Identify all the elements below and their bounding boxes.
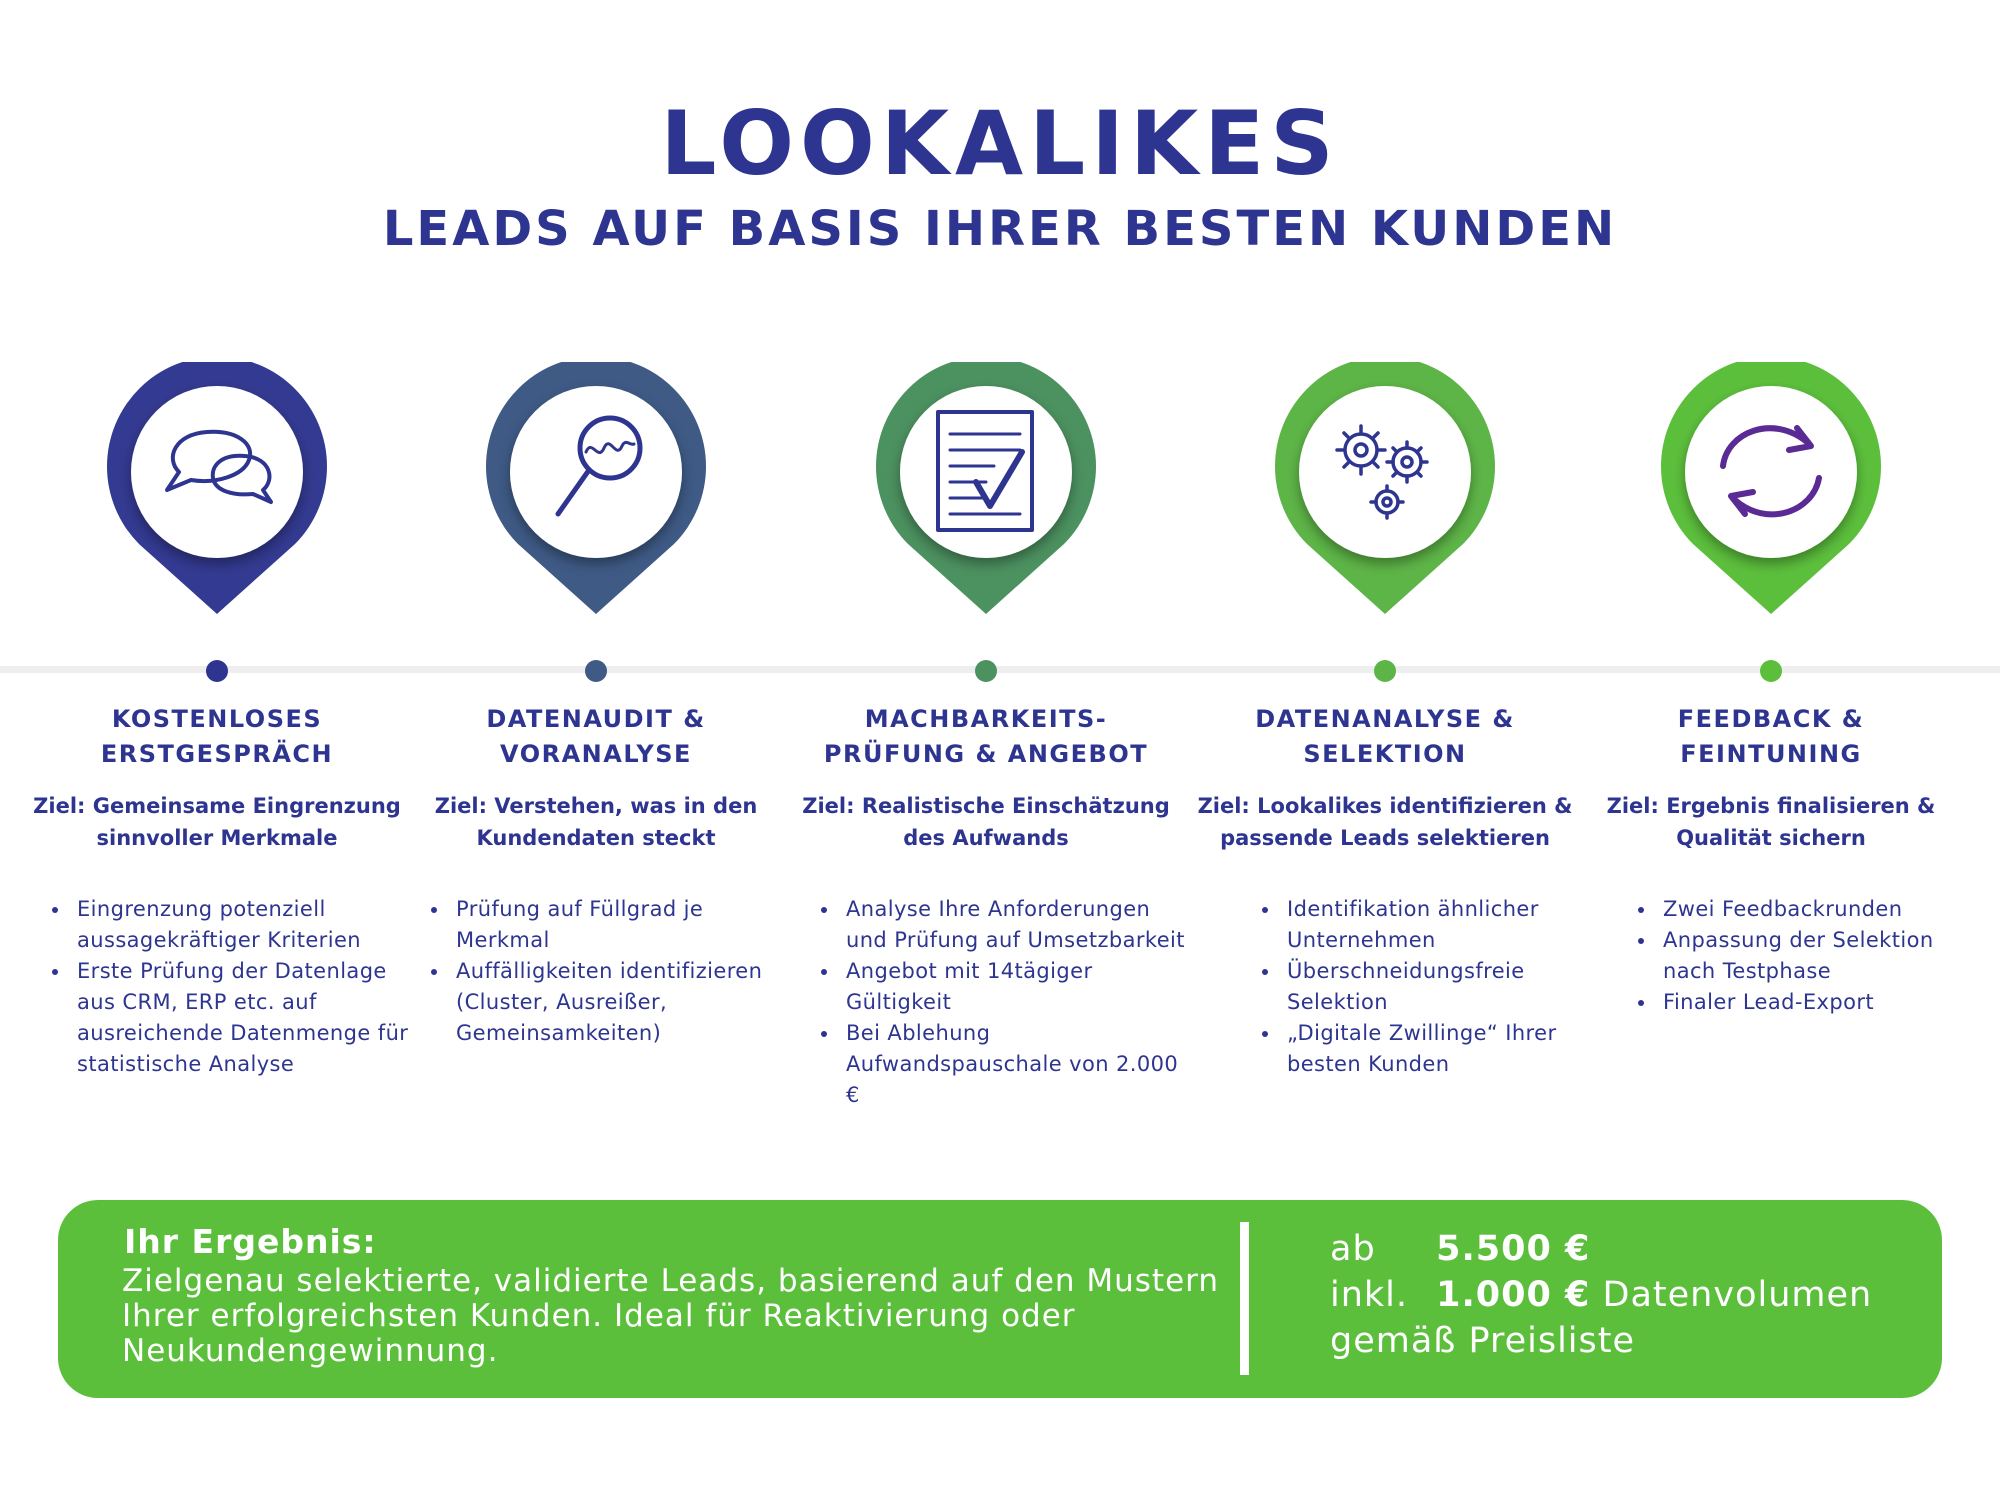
list-item: Angebot mit 14tägiger Gültigkeit: [840, 956, 1185, 1018]
step-3-goal: Ziel: Realistische Einschätzung des Aufw…: [802, 794, 1170, 850]
step-1-pin: [107, 362, 327, 614]
step-5-timeline-dot: [1760, 660, 1782, 682]
list-item: Anpassung der Selektion nach Testphase: [1657, 925, 1977, 987]
step-4-pin: [1275, 362, 1495, 614]
price-line: ab 5.500 €: [1330, 1226, 1930, 1272]
step-1-bullets: Eingrenzung potenziell aussagekräftiger …: [51, 894, 416, 1080]
list-item: Auffälligkeiten identifizieren (Cluster,…: [450, 956, 795, 1049]
step-4-bullets: Identifikation ähnlicher Unternehmen Übe…: [1261, 894, 1581, 1080]
volume-prefix: inkl.: [1330, 1275, 1409, 1315]
magnifier-icon: [555, 415, 643, 517]
step-1-title: KOSTENLOSES ERSTGESPRÄCH: [100, 705, 334, 768]
step-2-title: DATENAUDIT & VORANALYSE: [486, 705, 706, 768]
step-datenaudit-voranalyse: DATENAUDIT & VORANALYSE Ziel: Verstehen,…: [406, 362, 786, 1162]
price-prefix: ab: [1330, 1229, 1376, 1269]
list-item: Identifikation ähnlicher Unternehmen: [1281, 894, 1581, 956]
step-1-timeline-dot: [206, 660, 228, 682]
step-3-bullets: Analyse Ihre Anforderungen und Prüfung a…: [820, 894, 1185, 1111]
step-4-title: DATENANALYSE & SELEKTION: [1255, 705, 1515, 768]
step-5-bullets: Zwei Feedbackrunden Anpassung der Selekt…: [1637, 894, 1977, 1018]
step-2-timeline-dot: [585, 660, 607, 682]
speech-bubbles-icon: [165, 429, 273, 504]
list-item: „Digitale Zwillinge“ Ihrer besten Kunden: [1281, 1018, 1581, 1080]
price-block: ab 5.500 € inkl. 1.000 € Datenvolumen ge…: [1330, 1226, 1930, 1364]
step-5-goal: Ziel: Ergebnis finalisieren & Qualität s…: [1606, 794, 1936, 850]
step-5-title: FEEDBACK & FEINTUNING: [1677, 705, 1865, 768]
step-machbarkeitspruefung-angebot: MACHBARKEITS- PRÜFUNG & ANGEBOT Ziel: Re…: [796, 362, 1185, 1162]
step-kostenloses-erstgespraech: KOSTENLOSES ERSTGESPRÄCH Ziel: Gemeinsam…: [27, 362, 408, 1162]
list-item: Bei Ablehung Aufwandspauschale von 2.000…: [840, 1018, 1185, 1111]
result-box: Ihr Ergebnis: Zielgenau selektierte, val…: [58, 1200, 1942, 1398]
step-datenanalyse-selektion: DATENANALYSE & SELEKTION Ziel: Lookalike…: [1195, 362, 1575, 1162]
gears-icon: [1335, 424, 1429, 520]
volume-amount: 1.000 €: [1436, 1275, 1591, 1315]
volume-suffix: Datenvolumen: [1602, 1275, 1873, 1315]
step-2-pin: [486, 362, 706, 614]
step-1-goal: Ziel: Gemeinsame Eingrenzung sinnvoller …: [33, 794, 401, 850]
refresh-arrows-icon: [1720, 425, 1822, 518]
price-amount: 5.500 €: [1436, 1229, 1591, 1269]
step-2-bullets: Prüfung auf Füllgrad je Merkmal Auffälli…: [430, 894, 795, 1049]
step-2-goal: Ziel: Verstehen, was in den Kundendaten …: [434, 794, 758, 850]
list-item: Überschneidungsfreie Selektion: [1281, 956, 1581, 1018]
list-item: Zwei Feedbackrunden: [1657, 894, 1977, 925]
price-note: gemäß Preisliste: [1330, 1321, 1636, 1361]
step-4-timeline-dot: [1374, 660, 1396, 682]
checklist-icon: [936, 410, 1034, 532]
result-divider: [1240, 1222, 1249, 1375]
result-title: Ihr Ergebnis:: [124, 1222, 377, 1261]
result-description: Zielgenau selektierte, validierte Leads,…: [122, 1263, 1220, 1369]
step-5-pin: [1661, 362, 1881, 614]
volume-line: inkl. 1.000 € Datenvolumen: [1330, 1272, 1930, 1318]
step-3-pin: [876, 362, 1096, 614]
page-subtitle: LEADS AUF BASIS IHRER BESTEN KUNDEN: [382, 201, 1618, 257]
list-item: Prüfung auf Füllgrad je Merkmal: [450, 894, 795, 956]
step-feedback-feintuning: FEEDBACK & FEINTUNING Ziel: Ergebnis fin…: [1581, 362, 1961, 1162]
page-title: LOOKALIKES: [660, 92, 1340, 195]
list-item: Analyse Ihre Anforderungen und Prüfung a…: [840, 894, 1185, 956]
step-4-goal: Ziel: Lookalikes identifizieren & passen…: [1197, 794, 1573, 850]
step-3-timeline-dot: [975, 660, 997, 682]
timeline-line: [0, 666, 2000, 673]
list-item: Finaler Lead-Export: [1657, 987, 1977, 1018]
list-item: Erste Prüfung der Datenlage aus CRM, ERP…: [71, 956, 416, 1080]
step-3-title: MACHBARKEITS- PRÜFUNG & ANGEBOT: [823, 705, 1149, 768]
list-item: Eingrenzung potenziell aussagekräftiger …: [71, 894, 416, 956]
